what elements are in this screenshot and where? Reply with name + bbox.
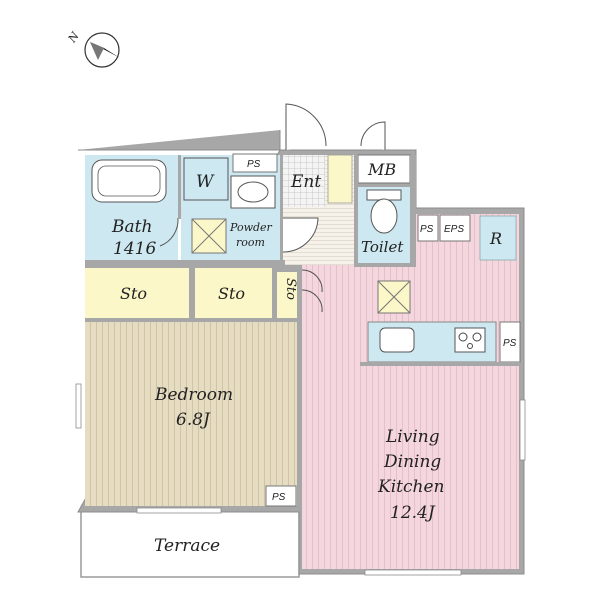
sto-mid-room <box>195 268 272 318</box>
terrace-label: Terrace <box>154 536 220 556</box>
bedroom-room <box>85 322 297 506</box>
bedroom-size: 6.8J <box>176 410 211 430</box>
washer-box <box>183 157 229 201</box>
entrance-door-right <box>360 121 386 150</box>
bath-door <box>159 217 179 247</box>
eps-box <box>439 214 471 242</box>
shoe-cabinet <box>327 154 353 204</box>
ldk-size: 12.4J <box>390 503 436 523</box>
sto-vertical-room <box>277 272 297 318</box>
ps-mid-label: PS <box>420 224 434 235</box>
toilet-bowl-icon <box>366 189 402 234</box>
mb-label: MB <box>367 160 396 179</box>
ps-top-label: PS <box>247 159 261 170</box>
powder-line1: Powder <box>229 221 273 234</box>
bedroom-name: Bedroom <box>154 385 233 405</box>
mb-box <box>357 154 411 184</box>
bath-name: Bath <box>111 217 152 237</box>
sto-left-label: Sto <box>120 284 147 303</box>
compass-label: N <box>65 29 82 45</box>
vent-powder-icon <box>191 218 227 254</box>
ps-top-box <box>232 153 278 173</box>
bath-size: 1416 <box>113 239 156 259</box>
compass-icon: N <box>65 29 120 68</box>
ps-bottom-label: PS <box>272 492 286 503</box>
sto-mid-label: Sto <box>218 284 245 303</box>
vent-ldk-icon <box>377 280 411 314</box>
ps-mid-box <box>417 214 439 242</box>
windows <box>75 383 526 576</box>
ps-kitchen-label: PS <box>503 338 517 349</box>
interior-walls <box>85 155 520 510</box>
toilet-label: Toilet <box>361 238 404 256</box>
entrance-tile <box>283 155 325 207</box>
powder-door <box>282 217 319 253</box>
powder-line2: room <box>236 236 265 249</box>
sto-vertical-label: Sto <box>283 278 298 300</box>
ldk-line2: Dining <box>383 452 441 472</box>
entrance-label: Ent <box>290 172 321 192</box>
ldk-line1: Living <box>385 427 440 447</box>
ldk-room <box>302 265 519 569</box>
washer-label: W <box>196 172 215 192</box>
sto-left-room <box>85 268 189 318</box>
entrance-door-left <box>285 103 327 150</box>
kitchen-sink-icon <box>379 327 415 353</box>
eps-label: EPS <box>444 224 464 235</box>
refrigerator-space <box>479 215 517 261</box>
bathtub-icon <box>91 159 167 203</box>
refrigerator-label: R <box>489 229 502 248</box>
ps-bottom-box <box>265 485 297 507</box>
terrace-area <box>80 508 300 578</box>
ldk-door <box>301 269 323 313</box>
ldk-line3: Kitchen <box>377 477 444 497</box>
